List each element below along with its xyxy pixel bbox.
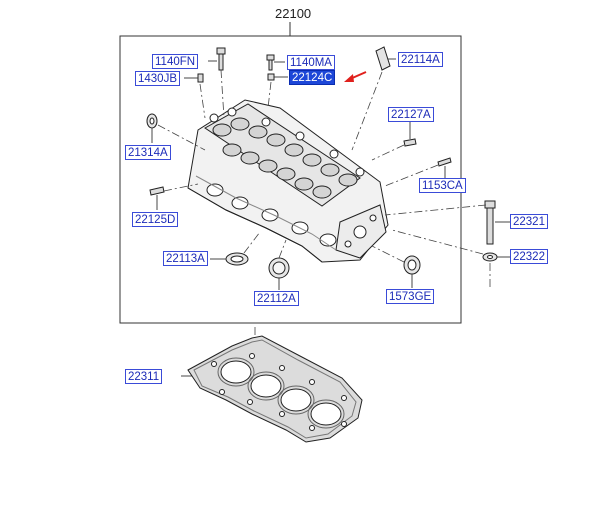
label-22125D[interactable]: 22125D <box>132 212 179 227</box>
label-1430JB[interactable]: 1430JB <box>135 71 181 86</box>
dowel-22125D <box>149 186 165 196</box>
label-22311[interactable]: 22311 <box>125 369 163 384</box>
bolt-1140MA <box>266 54 275 71</box>
plug-1573GE <box>403 255 421 275</box>
head-gasket-illustration <box>187 335 363 443</box>
highlight-arrow <box>344 71 367 82</box>
pin-1430JB <box>197 73 204 83</box>
label-1573GE[interactable]: 1573GE <box>386 289 435 304</box>
label-1153CA[interactable]: 1153CA <box>419 178 466 193</box>
head-bolt-22321 <box>484 200 496 245</box>
label-21314A[interactable]: 21314A <box>125 145 171 160</box>
label-22114A[interactable]: 22114A <box>398 52 443 67</box>
sleeve-22114A <box>375 46 391 71</box>
washer-22322 <box>482 252 498 262</box>
label-22127A[interactable]: 22127A <box>388 107 434 122</box>
label-22321[interactable]: 22321 <box>510 214 548 229</box>
oring-22113A <box>225 252 249 266</box>
label-22322[interactable]: 22322 <box>510 249 548 264</box>
label-1140MA[interactable]: 1140MA <box>287 55 335 70</box>
dowel-22127A <box>403 138 417 147</box>
stud-1153CA <box>437 157 452 167</box>
leader-lines <box>151 58 510 377</box>
label-22124C-highlighted[interactable]: 22124C <box>289 70 336 85</box>
assembly-lines <box>157 69 491 343</box>
plug-22112A <box>268 257 290 279</box>
pin-22124C <box>267 73 275 81</box>
label-assembly: 22100 <box>275 6 312 21</box>
cylinder-head-illustration <box>187 99 389 263</box>
label-22113A[interactable]: 22113A <box>163 251 208 266</box>
label-22112A[interactable]: 22112A <box>254 291 299 306</box>
label-1140FN[interactable]: 1140FN <box>152 54 199 69</box>
bolt-1140FN <box>216 47 226 71</box>
seal-21314A <box>146 113 158 129</box>
